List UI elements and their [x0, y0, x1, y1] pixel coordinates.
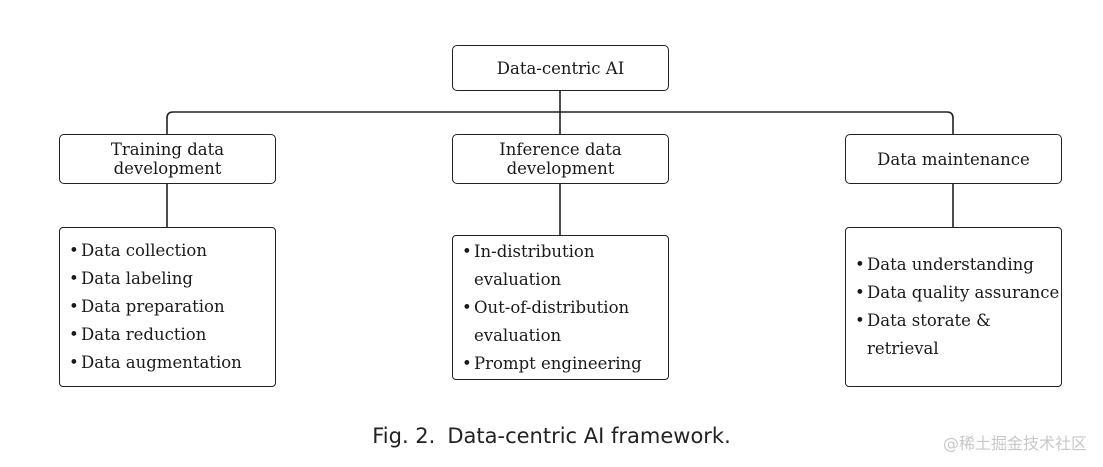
branch-label-training: Training data development [110, 140, 225, 178]
list-box-training: Data collection Data labeling Data prepa… [59, 227, 276, 387]
branch-label-maintenance: Data maintenance [877, 149, 1030, 169]
branch-node-training: Training data development [59, 134, 276, 184]
list-item: Data reduction [69, 321, 275, 349]
list-item: Out-of-distribution evaluation [462, 294, 668, 350]
branch-node-inference: Inference data development [452, 134, 669, 184]
branch-node-maintenance: Data maintenance [845, 134, 1062, 184]
list-item: Prompt engineering [462, 350, 668, 378]
list-item: In-distribution evaluation [462, 238, 668, 294]
list-training: Data collection Data labeling Data prepa… [60, 237, 275, 377]
branch-label-inference: Inference data development [499, 140, 622, 178]
watermark: @稀土掘金技术社区 [942, 434, 1087, 453]
list-item: Data storate & retrieval [855, 307, 1061, 363]
root-label: Data-centric AI [496, 58, 625, 78]
list-item: Data augmentation [69, 349, 275, 377]
list-item: Data quality assurance [855, 279, 1061, 307]
figure-caption: Fig. 2. Data-centric AI framework. [0, 424, 1103, 448]
list-item: Data collection [69, 237, 275, 265]
list-item: Data understanding [855, 251, 1061, 279]
root-node: Data-centric AI [452, 45, 669, 91]
list-box-inference: In-distribution evaluation Out-of-distri… [452, 235, 669, 380]
figure-caption-text: Data-centric AI framework. [447, 424, 731, 448]
list-inference: In-distribution evaluation Out-of-distri… [453, 238, 668, 378]
figure-number: Fig. 2. [372, 424, 436, 448]
list-box-maintenance: Data understanding Data quality assuranc… [845, 227, 1062, 387]
list-item: Data preparation [69, 293, 275, 321]
list-maintenance: Data understanding Data quality assuranc… [846, 251, 1061, 363]
list-item: Data labeling [69, 265, 275, 293]
